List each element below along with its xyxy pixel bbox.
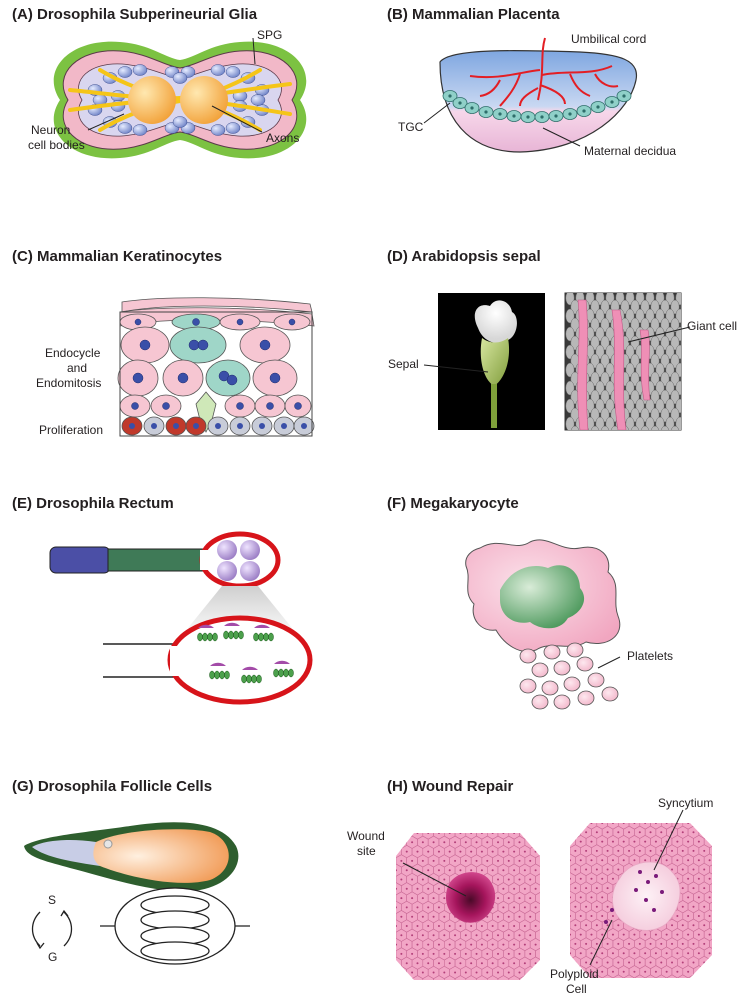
label-polyploid: Polyploid [550,967,599,981]
epithelial-cell [645,975,656,987]
epithelial-cell [530,976,541,988]
syncytium-nucleus [652,908,656,912]
syncytium-nucleus [646,880,650,884]
epithelial-cell [396,966,407,978]
epithelial-cell [498,976,509,988]
epithelial-cell [536,836,547,848]
label-site: site [357,844,376,858]
epithelial-cell [624,975,635,987]
label-cell: Cell [566,982,587,996]
epithelial-cell [401,827,412,839]
syncytium-nucleus [634,888,638,892]
epithelial-cell [694,817,705,829]
syncytium-nucleus [660,890,664,894]
epithelial-cell [536,966,547,978]
epithelial-cell [704,966,715,978]
epithelial-cell [423,976,434,988]
epithelial-cell [434,976,445,988]
label-syncytium: Syncytium [658,796,713,810]
syncytium-nucleus [604,920,608,924]
syncytium-nucleus [610,908,614,912]
epithelial-cell [525,966,536,978]
epithelial-cell [710,826,721,838]
epithelial-cell [602,975,613,987]
epithelial-cell [487,976,498,988]
syncytium-nucleus [644,898,648,902]
epithelial-cell [391,976,402,988]
epithelial-cell [530,827,541,839]
epithelial-cell [509,976,520,988]
syncytium-nucleus [654,874,658,878]
epithelial-cell [710,956,721,968]
epithelial-cell [401,976,412,988]
epithelial-cell [656,975,667,987]
epithelial-cell [694,966,705,978]
epithelial-cell [520,976,531,988]
syncytium-nucleus [638,870,642,874]
epithelial-cell [391,957,402,969]
label-wound: Wound [347,829,385,843]
epithelial-cell [455,976,466,988]
epithelial-cell [391,827,402,839]
epithelial-cell [613,975,624,987]
epithelial-cell [699,975,710,987]
epithelial-cell [667,975,678,987]
epithelial-cell [677,975,688,987]
epithelial-cell [444,976,455,988]
epithelial-cell [710,975,721,987]
epithelial-cell [565,817,576,829]
epithelial-cell [688,975,699,987]
epithelial-cell [704,817,715,829]
epithelial-cell [477,976,488,988]
epithelial-cell [634,975,645,987]
epithelial-cell [412,976,423,988]
epithelial-cell [575,817,586,829]
epithelial-cell [466,976,477,988]
